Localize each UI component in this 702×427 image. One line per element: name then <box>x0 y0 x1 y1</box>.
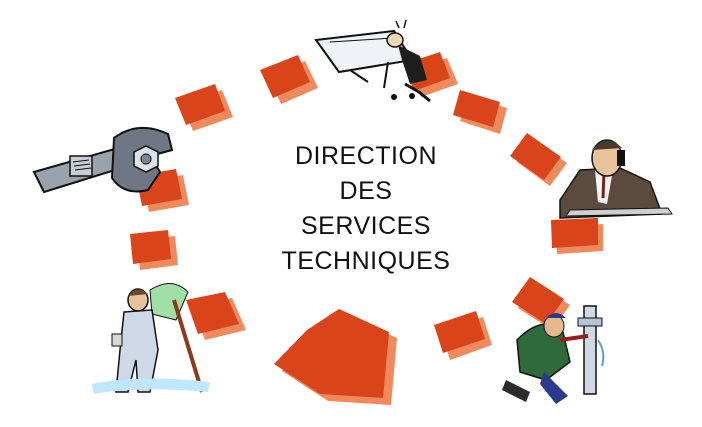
architect-drafting-icon <box>314 19 431 103</box>
cycle-segment <box>175 84 233 131</box>
diagram-title-line-2: DES <box>339 177 393 205</box>
diagram-title-line-3: SERVICES <box>301 212 431 240</box>
painter-roller-icon <box>92 283 210 394</box>
diagram-title-line-4: TECHNIQUES <box>281 247 451 275</box>
diagram-title-line-1: DIRECTION <box>295 142 437 170</box>
cycle-segment <box>510 133 567 186</box>
wrench-bolt-icon <box>32 127 174 194</box>
cycle-segments <box>130 52 603 360</box>
cycle-segment <box>130 230 178 270</box>
cycle-segment <box>260 55 318 104</box>
businessman-phone-icon <box>559 139 673 219</box>
cycle-segment <box>453 90 507 134</box>
cycle-segment <box>434 311 492 360</box>
cycle-arrow <box>274 309 397 405</box>
plumber-pipe-icon <box>502 305 605 404</box>
cycle-segment <box>551 218 603 254</box>
cycle-segment <box>186 292 246 340</box>
